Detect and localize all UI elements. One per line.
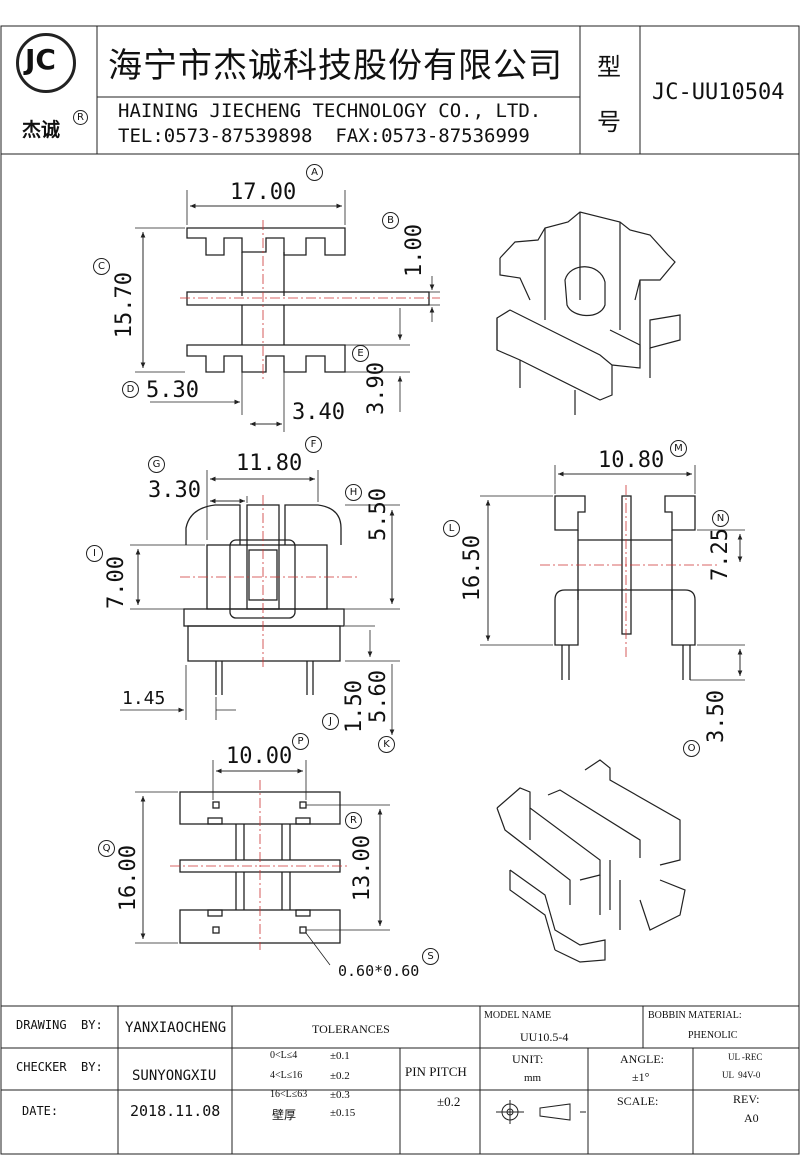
- dim-side-small: 1.45: [122, 688, 166, 709]
- marker-h: H: [345, 484, 362, 501]
- side-view: [554, 495, 696, 680]
- tol-value-3: ±0.3: [330, 1089, 350, 1101]
- checker-by-label: CHECKER BY:: [16, 1060, 103, 1074]
- company-name-en: HAINING JIECHENG TECHNOLOGY CO., LTD.: [118, 100, 542, 122]
- date-value: 2018.11.08: [130, 1102, 221, 1120]
- dim-m: 10.80: [598, 448, 665, 473]
- tolerances-label: TOLERANCES: [312, 1022, 390, 1036]
- angle-label: ANGLE:: [620, 1052, 664, 1066]
- marker-r: R: [345, 812, 362, 829]
- model-code: JC-UU10504: [652, 80, 785, 105]
- dim-b: 1.00: [402, 224, 427, 277]
- dim-f: 11.80: [236, 451, 303, 476]
- model-name-label: MODEL NAME: [484, 1010, 552, 1021]
- dim-l: 16.50: [460, 535, 485, 602]
- dim-d: 5.30: [146, 378, 199, 403]
- model-name-value: UU10.5-4: [520, 1030, 569, 1044]
- model-label-1: 型: [597, 53, 621, 81]
- marker-n: N: [712, 510, 729, 527]
- marker-a: A: [306, 164, 323, 181]
- pin-pitch-label: PIN PITCH: [405, 1064, 467, 1079]
- front-view: [183, 504, 345, 695]
- model-label-2: 号: [597, 108, 621, 136]
- dim-k: 5.60: [366, 670, 391, 723]
- marker-l: L: [443, 520, 460, 537]
- date-label: DATE:: [22, 1104, 59, 1118]
- dim-o: 3.50: [704, 690, 729, 743]
- tol-value-1: ±0.1: [330, 1050, 350, 1062]
- dim-q: 16.00: [116, 845, 141, 912]
- bobbin-material-label: BOBBIN MATERIAL:: [648, 1010, 742, 1021]
- tol-value-4: ±0.15: [330, 1107, 356, 1119]
- marker-f: F: [305, 436, 322, 453]
- tol-range-2: 4<L≤16: [270, 1070, 303, 1081]
- rev-value: A0: [744, 1111, 759, 1125]
- top-view: [186, 227, 430, 373]
- dim-i: 7.00: [104, 556, 129, 609]
- marker-e: E: [352, 345, 369, 362]
- pin-pitch-value: ±0.2: [437, 1094, 461, 1109]
- unit-value: mm: [524, 1072, 542, 1084]
- marker-b: B: [382, 212, 399, 229]
- marker-q: Q: [98, 840, 115, 857]
- marker-c: C: [93, 258, 110, 275]
- unit-label: UNIT:: [512, 1052, 544, 1066]
- dim-g: 3.30: [148, 478, 201, 503]
- checker-by-value: SUNYONGXIU: [132, 1068, 217, 1084]
- logo-text: JC: [25, 43, 56, 76]
- angle-value: ±1°: [632, 1070, 650, 1084]
- dim-r: 13.00: [350, 835, 375, 902]
- marker-k: K: [378, 736, 395, 753]
- tol-range-1: 0<L≤4: [270, 1050, 298, 1061]
- marker-o: O: [683, 740, 700, 757]
- dim-d2: 3.40: [292, 400, 345, 425]
- ul-94v0: UL 94V-0: [722, 1070, 761, 1080]
- registered-mark: R: [73, 110, 88, 125]
- logo-caption: 杰诚: [22, 119, 61, 141]
- bobbin-material-value: PHENOLIC: [688, 1030, 738, 1041]
- marker-d: D: [122, 381, 139, 398]
- marker-m: M: [670, 440, 687, 457]
- company-contact: TEL:0573-87539898 FAX:0573-87536999: [118, 125, 530, 147]
- marker-i: I: [86, 545, 103, 562]
- dim-s: 0.60*0.60: [338, 962, 420, 980]
- dim-h: 5.50: [366, 488, 391, 541]
- marker-p: P: [292, 733, 309, 750]
- scale-label: SCALE:: [617, 1094, 659, 1108]
- tol-range-3: 16<L≤63: [270, 1089, 308, 1100]
- company-logo: JC: [12, 33, 80, 101]
- dim-j: 1.50: [342, 680, 367, 733]
- dim-a: 17.00: [230, 180, 297, 205]
- ul-rec: UL -REC: [728, 1052, 763, 1062]
- company-name-cn: 海宁市杰诚科技股份有限公司: [108, 46, 563, 86]
- marker-g: G: [148, 456, 165, 473]
- tol-range-4: 壁厚: [272, 1108, 297, 1122]
- isometric-view-bottom: [496, 759, 686, 963]
- title-block-grid: [1, 1005, 799, 1154]
- dim-c: 15.70: [112, 272, 137, 339]
- isometric-view-top: [496, 211, 681, 415]
- drawing-by-label: DRAWING BY:: [16, 1018, 103, 1032]
- marker-j: J: [322, 713, 339, 730]
- dim-e: 3.90: [364, 362, 389, 415]
- dim-n: 7.25: [708, 528, 733, 581]
- rev-label: REV:: [733, 1092, 760, 1106]
- marker-s: S: [422, 948, 439, 965]
- tol-value-2: ±0.2: [330, 1070, 350, 1082]
- dim-p: 10.00: [226, 744, 293, 769]
- drawing-by-value: YANXIAOCHENG: [125, 1020, 227, 1036]
- logo-circle: [16, 33, 76, 93]
